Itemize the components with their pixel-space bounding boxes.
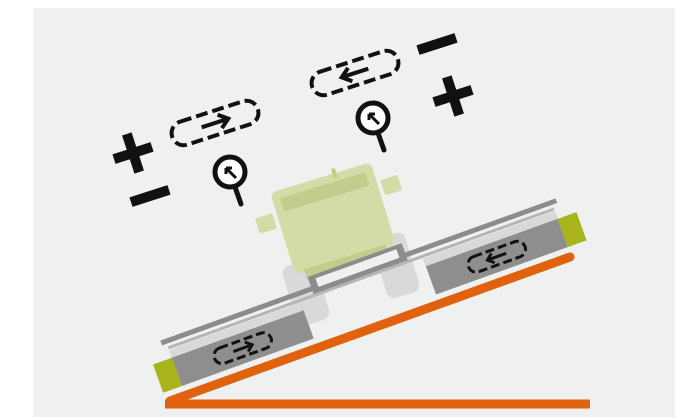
center-hitch-inner xyxy=(315,249,400,287)
gauge-icon xyxy=(355,100,391,153)
right-track-unit xyxy=(423,211,568,295)
right-track-direction xyxy=(466,239,528,274)
left-track-frame xyxy=(169,302,304,358)
track-arrow-left-icon xyxy=(338,66,369,84)
mirror-right xyxy=(380,175,402,195)
rail-inner xyxy=(167,207,555,350)
left-track-unit xyxy=(169,302,314,386)
right-track-frame xyxy=(423,211,558,267)
slope-line xyxy=(165,252,575,406)
right-track-symbol xyxy=(309,48,401,98)
minus-icon xyxy=(129,185,171,207)
track-arrow-right-icon xyxy=(232,340,255,353)
antenna xyxy=(330,167,338,179)
header-assembly xyxy=(153,198,587,393)
left-end-cap xyxy=(153,357,182,393)
cab-body xyxy=(271,163,395,273)
gauge-icon xyxy=(212,154,248,207)
left-track-direction xyxy=(212,331,273,366)
right-end-cap xyxy=(557,212,587,248)
front-mount xyxy=(304,244,389,279)
cab-roof xyxy=(280,172,370,212)
slope-indicator xyxy=(165,252,590,409)
mirror-left xyxy=(255,213,277,234)
track-arrow-left-icon xyxy=(485,251,507,265)
plus-icon xyxy=(112,132,154,174)
plus-icon xyxy=(432,75,474,117)
minus-icon xyxy=(416,33,458,55)
track-arrow-right-icon xyxy=(201,112,232,130)
left-track-symbol xyxy=(169,98,261,148)
